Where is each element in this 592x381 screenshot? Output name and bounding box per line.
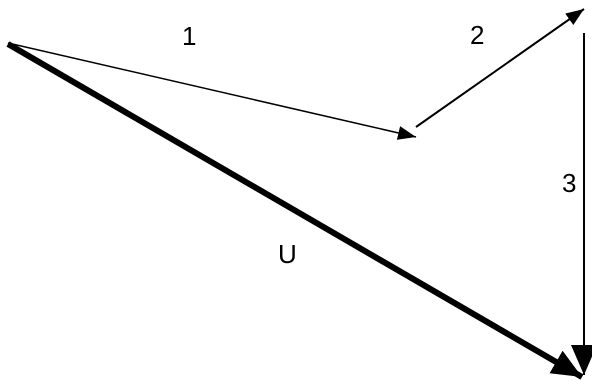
vector-1-label: 1 (182, 21, 196, 51)
vector-u-arrow (6, 41, 584, 380)
vector-1-arrow (7, 42, 417, 140)
vector-u-label: U (278, 239, 297, 269)
vector-3-label: 3 (562, 168, 576, 198)
vector-2-label: 2 (470, 20, 484, 50)
vector-2-arrow (415, 8, 585, 128)
